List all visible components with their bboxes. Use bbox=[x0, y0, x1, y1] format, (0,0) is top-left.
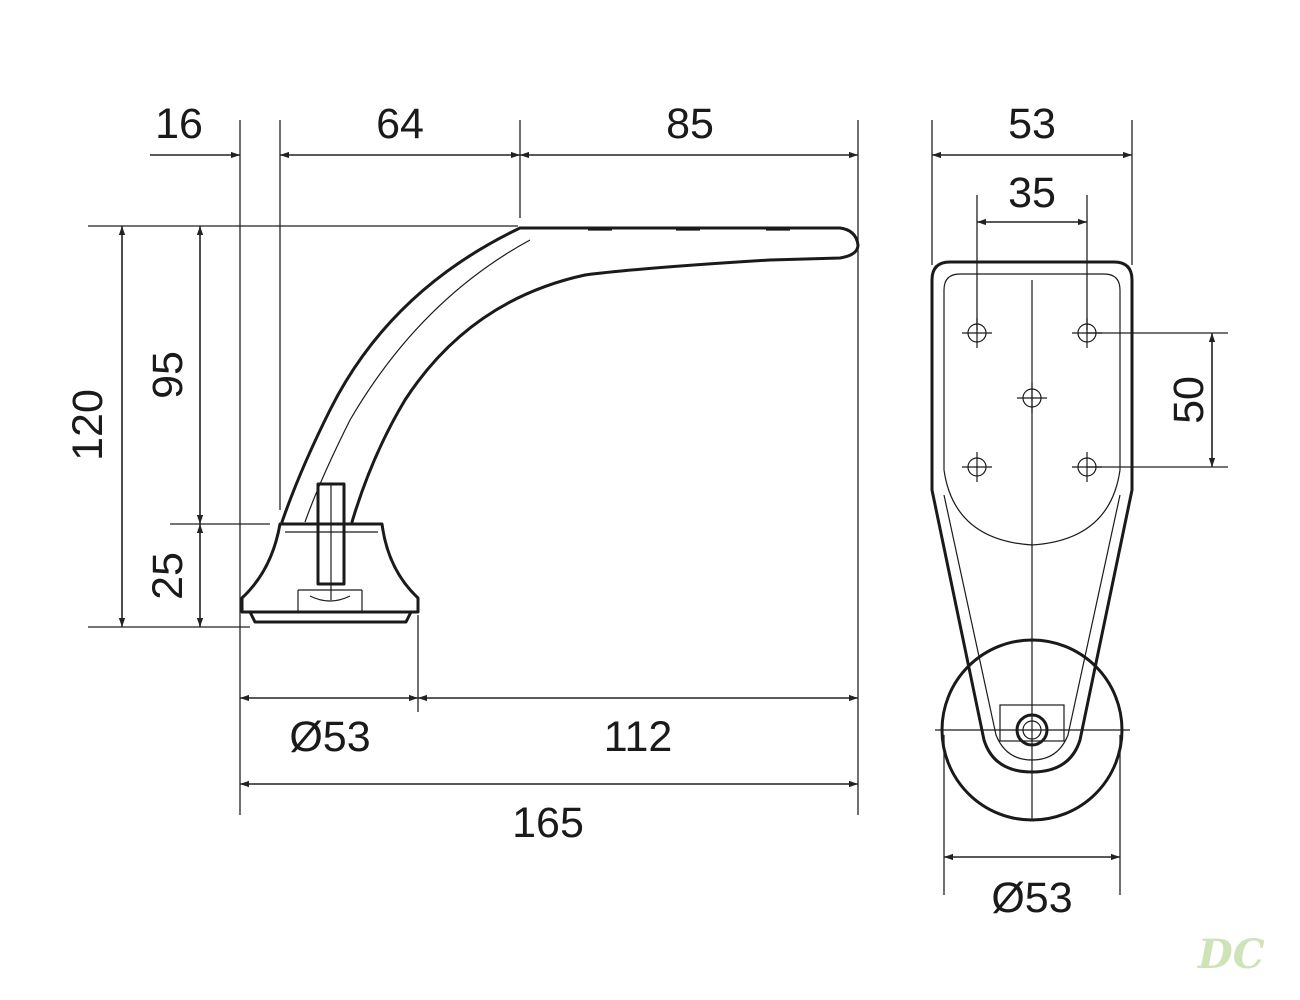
dim-top-segment-3: 85 bbox=[666, 100, 714, 148]
front-dimension-labels: 53 35 50 Ø53 bbox=[991, 100, 1213, 922]
front-mounting-holes bbox=[962, 318, 1102, 482]
dim-plate-width: 53 bbox=[1008, 100, 1056, 148]
dim-arm-height: 95 bbox=[144, 351, 192, 399]
side-dimension-lines bbox=[118, 151, 858, 788]
dc-logo: DC bbox=[1197, 931, 1265, 978]
hole-top-left bbox=[962, 318, 992, 348]
side-extension-lines bbox=[88, 120, 859, 815]
dim-top-segment-1: 16 bbox=[155, 100, 203, 148]
dim-front-base-diameter: Ø53 bbox=[991, 874, 1072, 922]
front-extension-lines bbox=[931, 120, 1228, 895]
dim-base-diameter: Ø53 bbox=[289, 713, 370, 761]
hole-center bbox=[1017, 383, 1047, 413]
dim-total-length: 165 bbox=[512, 799, 584, 847]
front-plate bbox=[930, 260, 1134, 774]
dim-base-height: 25 bbox=[144, 552, 192, 600]
dim-top-segment-2: 64 bbox=[376, 100, 424, 148]
leg-body bbox=[280, 226, 860, 524]
dim-hole-spacing-y: 50 bbox=[1165, 376, 1213, 424]
side-view: 16 64 85 120 95 25 Ø53 112 165 bbox=[64, 100, 860, 847]
hole-bottom-left bbox=[962, 452, 992, 482]
front-view: 53 35 50 Ø53 bbox=[930, 100, 1228, 922]
dim-total-height: 120 bbox=[64, 389, 112, 461]
dim-hole-spacing-x: 35 bbox=[1008, 169, 1056, 217]
dim-offset-length: 112 bbox=[604, 713, 673, 761]
side-dimension-labels: 16 64 85 120 95 25 Ø53 112 165 bbox=[64, 100, 714, 847]
hole-bottom-right bbox=[1072, 452, 1102, 482]
hole-top-right bbox=[1072, 318, 1102, 348]
leg-foot bbox=[240, 482, 420, 624]
front-dimension-lines bbox=[932, 151, 1216, 861]
